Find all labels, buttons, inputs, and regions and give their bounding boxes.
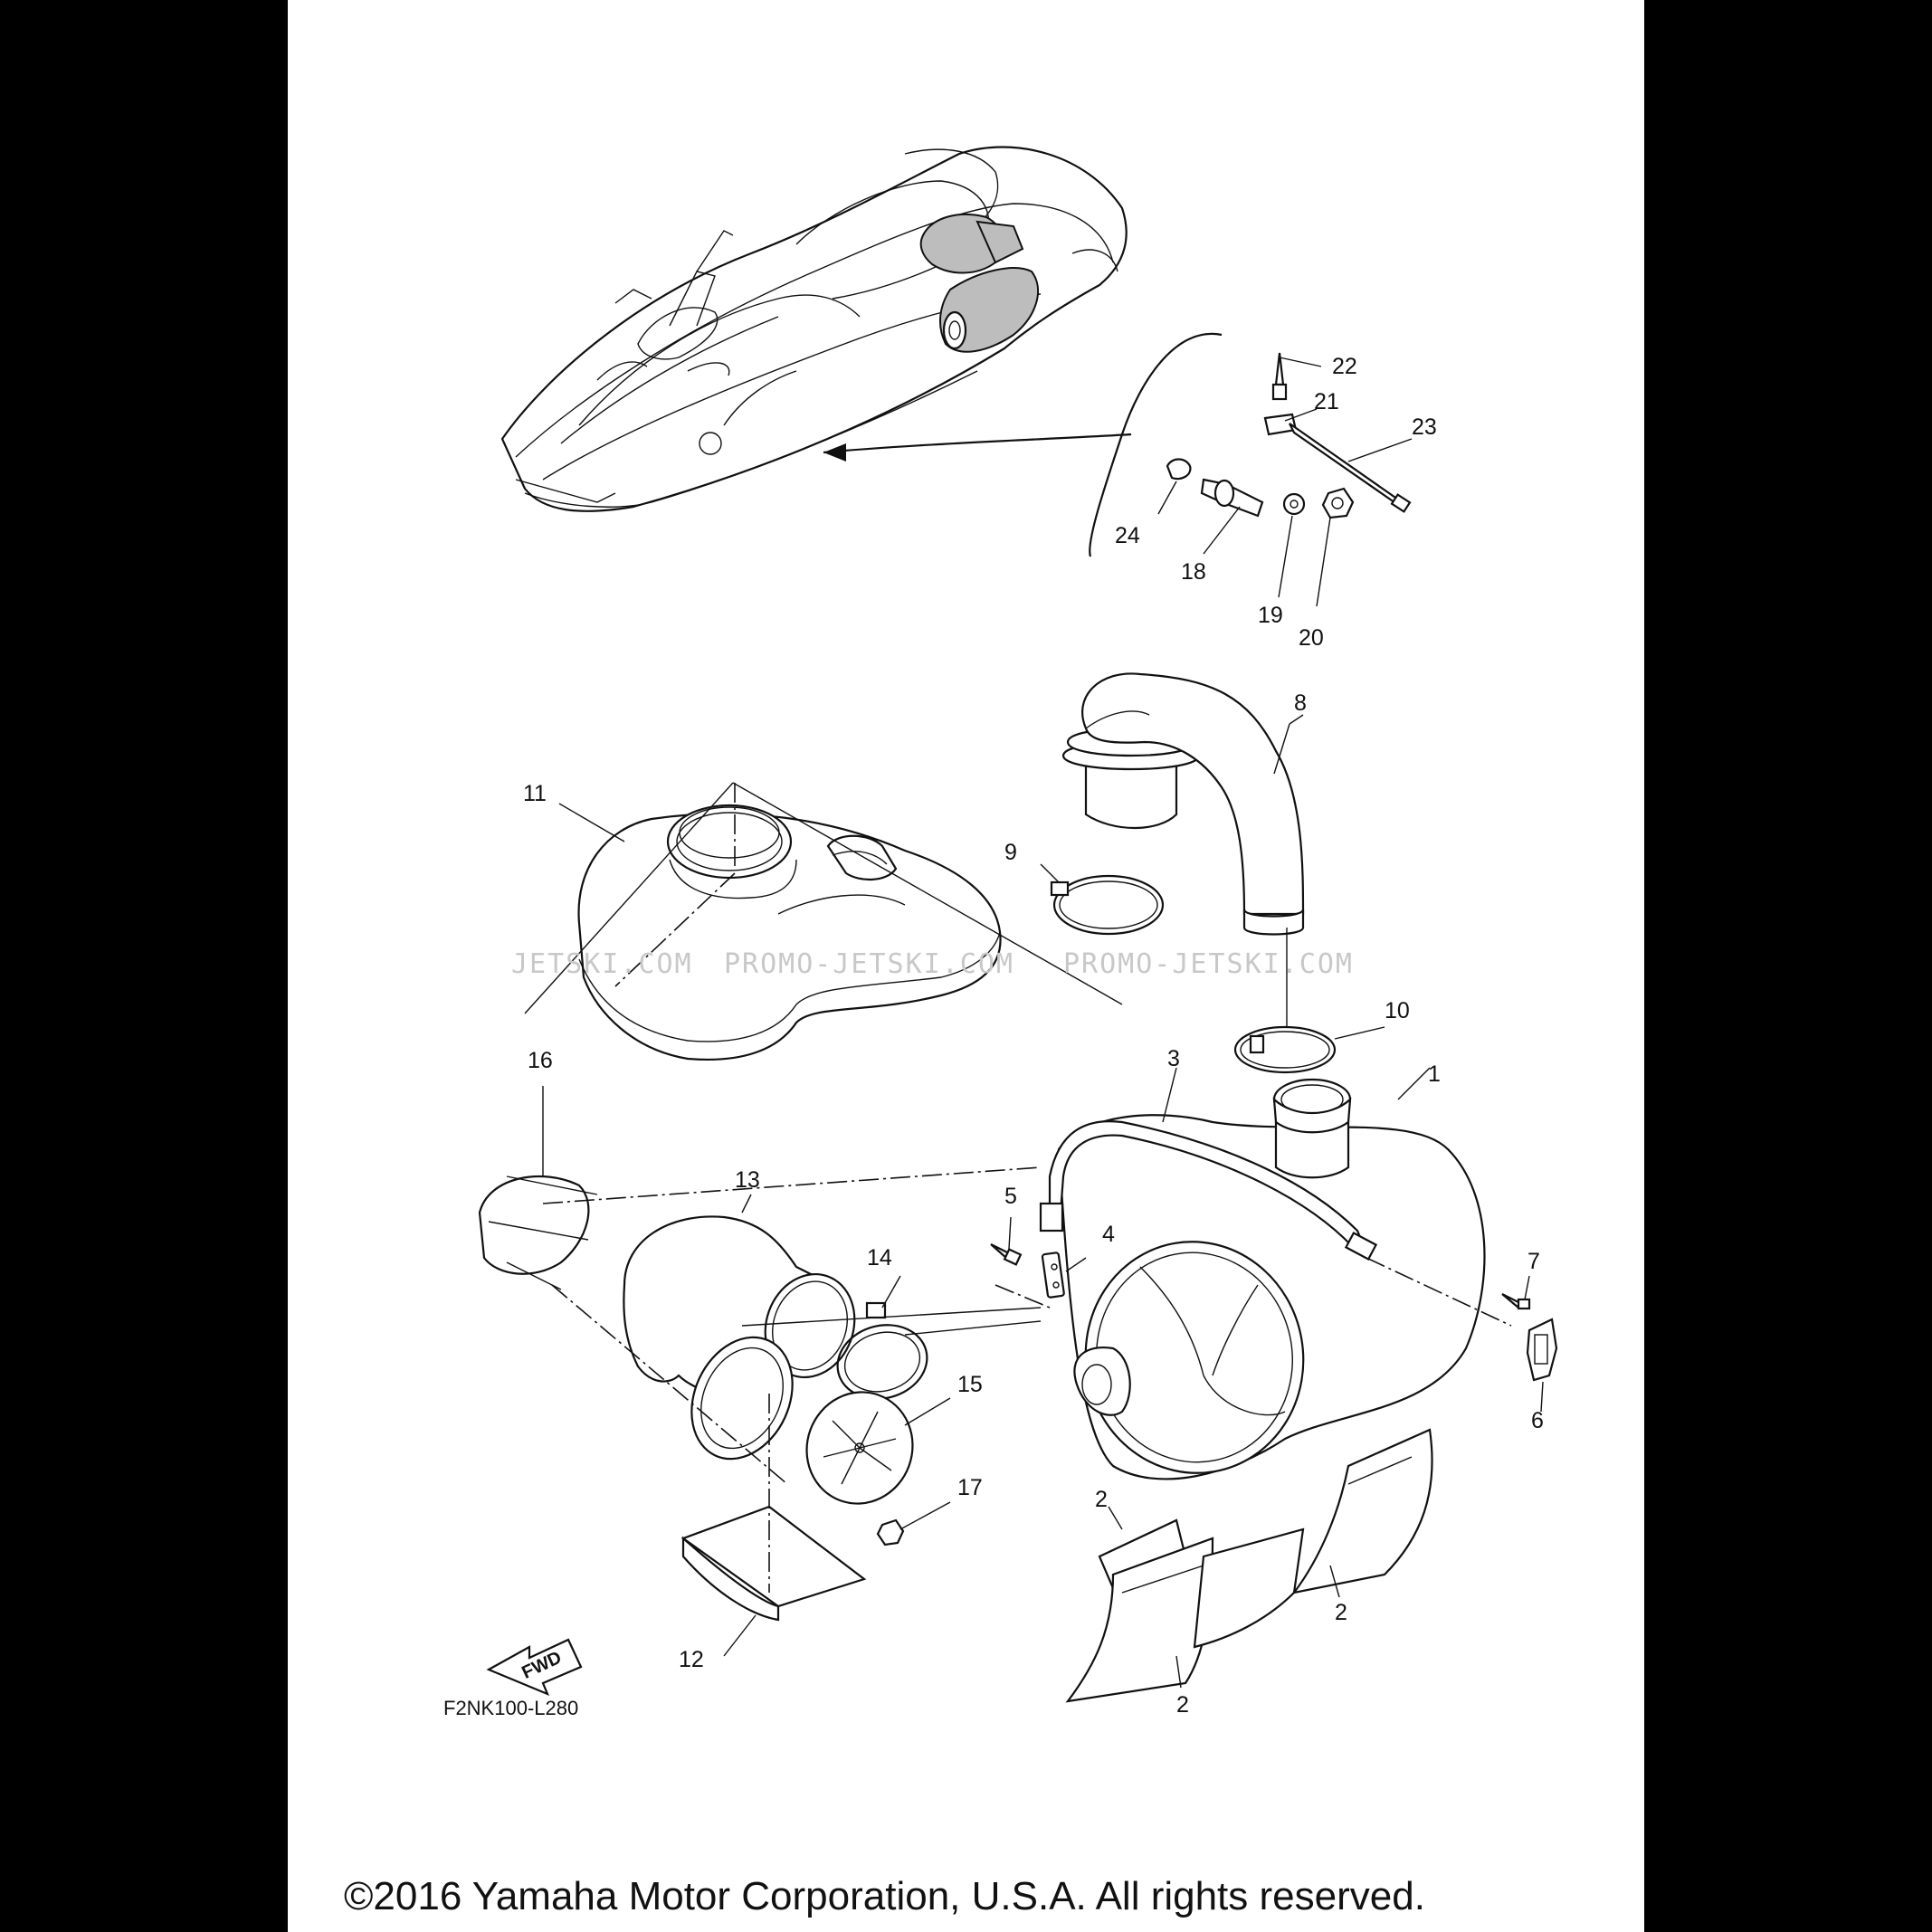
callout-3: 3: [1167, 1046, 1180, 1071]
callout-2a: 2: [1095, 1487, 1108, 1512]
callout-23: 23: [1412, 414, 1437, 440]
callout-21: 21: [1314, 389, 1339, 414]
part-8-exhaust-pipe: [1061, 672, 1305, 936]
watermark-middle: PROMO-JETSKI.COM: [724, 948, 1014, 980]
part-code: F2NK100-L280: [443, 1697, 578, 1719]
callout-6: 6: [1531, 1408, 1544, 1433]
part-11-chamber: [524, 782, 1123, 1061]
watermark-right: PROMO-JETSKI.COM: [1063, 948, 1354, 980]
callout-2c: 2: [1335, 1600, 1347, 1625]
copyright-notice: ©2016 Yamaha Motor Corporation, U.S.A. A…: [344, 1874, 1425, 1918]
callout-1: 1: [1428, 1061, 1441, 1087]
callout-24: 24: [1115, 523, 1140, 548]
parts-12-to-17: [478, 1086, 1042, 1657]
callout-2b: 2: [1176, 1692, 1189, 1718]
jet-ski-illustration: [500, 146, 1223, 557]
callout-18: 18: [1181, 559, 1206, 585]
part-1-muffler: [1057, 1067, 1512, 1480]
callout-9: 9: [1004, 840, 1017, 865]
callout-8: 8: [1294, 690, 1307, 716]
callout-17: 17: [957, 1475, 983, 1500]
part-3-strap: [1039, 1067, 1378, 1261]
callout-14: 14: [867, 1245, 892, 1271]
parts-4-5-6-7: [990, 1216, 1558, 1413]
callout-12: 12: [679, 1647, 704, 1672]
watermark-left: JETSKI.COM: [511, 948, 693, 980]
plate-holes: [823, 1411, 897, 1485]
part-2-heat-shields: [1065, 1428, 1433, 1703]
callout-11: 11: [523, 781, 547, 806]
fwd-arrow-icon: FWD: [486, 1638, 583, 1697]
callout-22: 22: [1332, 354, 1357, 379]
callout-labels: 1 2 2 2 3 4 5 6 7 8 9 10 11 12 13 14 15 …: [523, 354, 1544, 1718]
watermark: JETSKI.COM PROMO-JETSKI.COM PROMO-JETSKI…: [511, 948, 1354, 980]
callout-10: 10: [1385, 998, 1410, 1023]
callout-5: 5: [1004, 1184, 1017, 1209]
callout-20: 20: [1299, 625, 1324, 651]
part-9-clamp: [1040, 863, 1165, 936]
hardware-detail: [1157, 352, 1413, 607]
callout-15: 15: [957, 1372, 983, 1397]
callout-7: 7: [1528, 1249, 1540, 1274]
callout-16: 16: [528, 1048, 553, 1073]
callout-19: 19: [1258, 603, 1283, 628]
callout-4: 4: [1102, 1222, 1115, 1247]
callout-13: 13: [735, 1167, 760, 1193]
part-10-clamp: [1233, 928, 1385, 1074]
